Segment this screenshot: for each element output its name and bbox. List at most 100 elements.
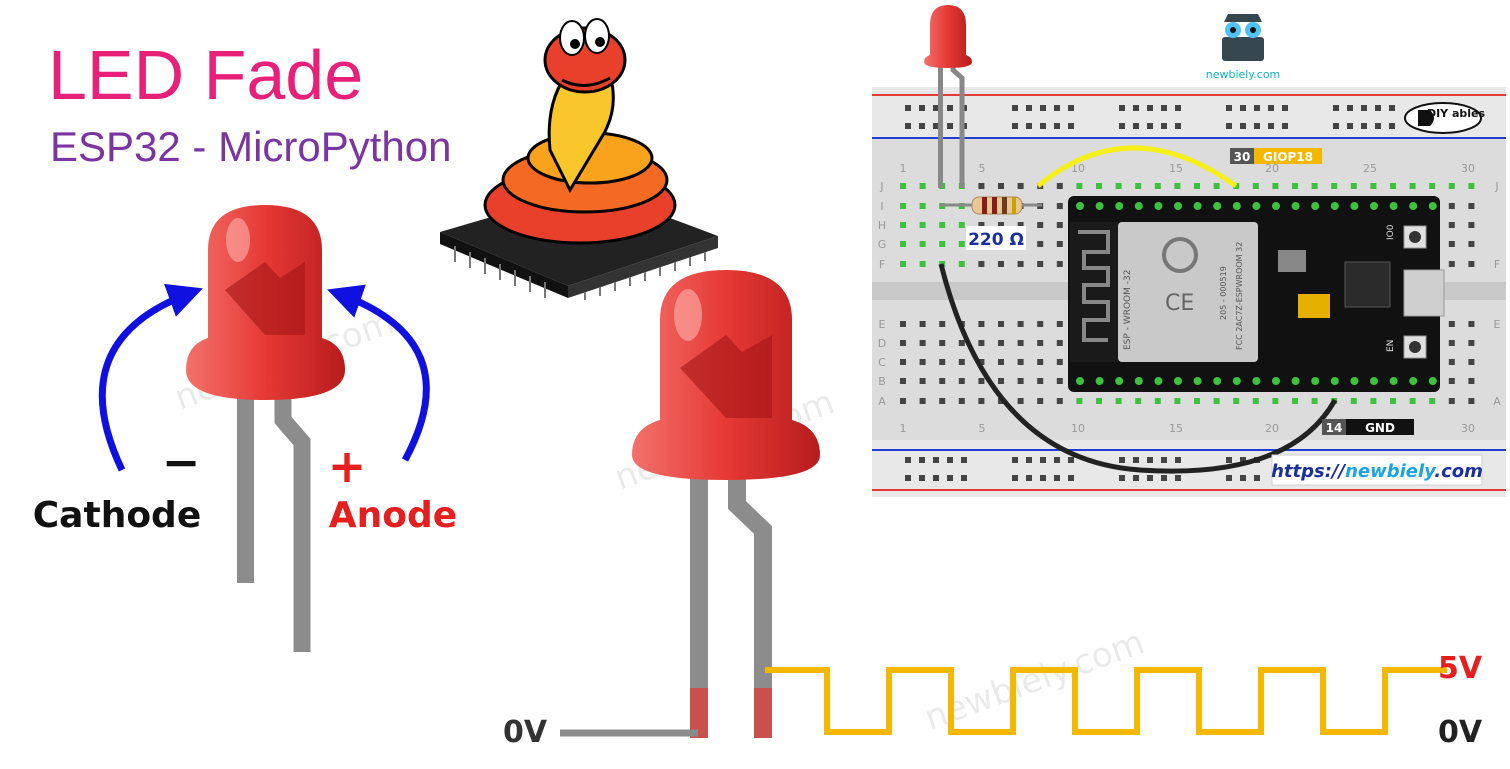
power-rail-hole: [1175, 475, 1181, 481]
led-pwm-illustration: 0V 5V 0V: [503, 270, 1483, 750]
anode-arrow-icon: [327, 284, 430, 462]
header-pin: [1328, 200, 1341, 212]
power-rail-hole: [1133, 105, 1139, 111]
power-rail-hole: [1226, 457, 1232, 463]
header-pin: [1152, 375, 1165, 387]
header-pin: [1132, 200, 1145, 212]
module-label: ESP - WROOM -32: [1123, 270, 1133, 350]
header-pin: [1074, 200, 1086, 212]
breadboard-hole: [1037, 398, 1044, 404]
power-rail-hole: [1068, 123, 1074, 129]
url-link[interactable]: https://newbiely.com: [1271, 461, 1483, 482]
header-pin: [1309, 375, 1322, 387]
breadboard-hole: [900, 378, 906, 384]
power-rail-hole: [905, 123, 911, 129]
header-pin: [1172, 375, 1184, 387]
row-letter: F: [1494, 258, 1500, 271]
power-rail-hole: [1026, 123, 1032, 129]
power-rail-hole: [1361, 105, 1367, 111]
pwm-signal-wave: [765, 667, 1447, 735]
url-prefix: https://: [1271, 461, 1346, 482]
breadboard-hole: [1056, 261, 1063, 267]
power-rail-hole: [961, 475, 967, 481]
power-rail-hole: [1054, 105, 1060, 111]
breadboard-hole: [998, 359, 1004, 365]
row-letter: A: [1493, 395, 1501, 408]
breadboard-hole: [1056, 378, 1063, 384]
breadboard-hole: [1037, 378, 1044, 384]
breadboard-hole: [1056, 398, 1063, 404]
breadboard-hole: [1056, 203, 1063, 209]
breadboard-wiring-diagram: 1 5 10 15 20 25 30 1 5 10 15 20 30 J I H…: [872, 5, 1506, 497]
power-rail-hole: [1026, 457, 1032, 463]
breadboard-hole: [1468, 261, 1475, 267]
breadboard-hole: [900, 183, 906, 189]
header-pin: [1230, 375, 1243, 387]
breadboard-hole: [1037, 241, 1044, 247]
header-pin: [1309, 200, 1322, 212]
resistor-label-box: [966, 226, 1026, 250]
row-letters: J I H G F E D C B A J F E A: [878, 180, 1502, 408]
power-rail-hole: [947, 475, 953, 481]
url-box: [1271, 454, 1483, 486]
header-pin: [1093, 200, 1106, 212]
power-rail-hole: [1375, 105, 1381, 111]
breadboard-hole: [1056, 359, 1063, 365]
breadboard-led-icon: [924, 5, 972, 188]
breadboard-hole: [939, 398, 946, 404]
laptop-icon: [1222, 37, 1264, 61]
breadboard-hole: [1429, 398, 1436, 404]
breadboard-hole: [919, 321, 926, 327]
breadboard-hole: [1076, 398, 1083, 404]
breadboard-hole: [1037, 222, 1044, 228]
breadboard-hole: [1037, 359, 1044, 365]
wroom-module: [1118, 222, 1258, 362]
led-left-icon: [186, 205, 345, 400]
power-rail-hole: [1147, 475, 1153, 481]
header-pin: [1348, 200, 1361, 212]
breadboard-hole: [939, 378, 946, 384]
column-number: 20: [1265, 162, 1279, 175]
power-rail-hole: [1282, 123, 1288, 129]
header-pin: [1387, 200, 1400, 212]
power-rail-hole: [1119, 105, 1125, 111]
power-rail-hole: [1240, 457, 1246, 463]
breadboard-hole: [939, 340, 946, 346]
breadboard-hole: [998, 340, 1004, 346]
breadboard-hole: [1017, 378, 1024, 384]
breadboard-hole: [919, 183, 926, 189]
header-pin: [1074, 375, 1086, 387]
breadboard-hole: [1135, 183, 1142, 189]
breadboard-hole: [1252, 183, 1259, 189]
column-number: 30: [1461, 422, 1475, 435]
breadboard-hole: [919, 398, 926, 404]
diy-ables-logo-icon: DIY ables: [1404, 102, 1486, 134]
breadboard-hole: [1468, 241, 1475, 247]
diy-logo-text: DIY ables: [1427, 107, 1486, 120]
row-letter: D: [878, 337, 886, 350]
breadboard-hole: [1233, 183, 1240, 189]
power-rail-hole: [1161, 457, 1167, 463]
power-rail-hole: [1333, 123, 1339, 129]
breadboard-hole: [1331, 183, 1338, 189]
antenna-icon: [1078, 230, 1110, 342]
power-rail-hole: [1040, 105, 1046, 111]
breadboard-hole: [1468, 321, 1475, 327]
breadboard-hole: [958, 261, 965, 267]
led-pinout-illustration: − + Cathode Anode: [33, 205, 457, 652]
breadboard-hole: [1017, 183, 1024, 189]
header-pin: [1289, 200, 1302, 212]
power-rail-hole: [933, 475, 939, 481]
column-number: 10: [1071, 162, 1085, 175]
breadboard-hole: [978, 398, 985, 404]
module-label: IO0: [1386, 224, 1396, 240]
breadboard-hole: [958, 241, 965, 247]
led-left-legs: [237, 395, 311, 652]
column-number: 1: [900, 422, 907, 435]
breadboard-hole: [1272, 398, 1279, 404]
capacitor: [1298, 294, 1330, 318]
breadboard-hole: [919, 241, 926, 247]
power-rail-hole: [1347, 123, 1353, 129]
usb-chip: [1344, 261, 1391, 308]
power-rail-hole: [1133, 475, 1139, 481]
